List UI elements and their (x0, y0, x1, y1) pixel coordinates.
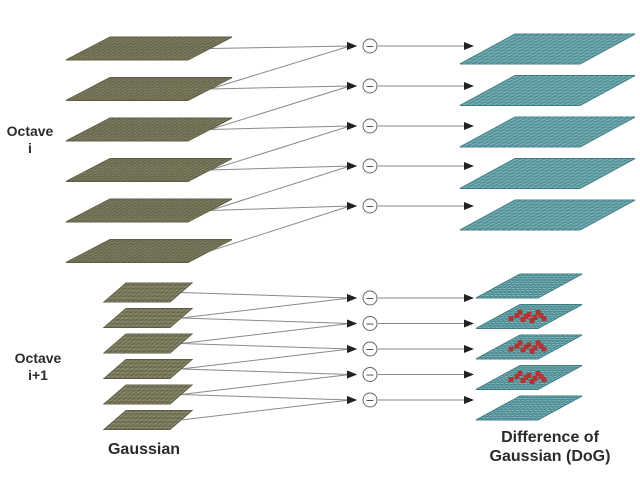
output-arrow-octave2-1 (378, 294, 474, 302)
gaussian-layer-octave1-6 (65, 239, 233, 263)
minus-sign: − (365, 292, 374, 305)
dog-layer-octave2-3 (475, 334, 583, 360)
gaussian-layer-octave1-3 (65, 117, 233, 142)
octave-i-plus-1-label: Octave i+1 (8, 350, 68, 384)
gaussian-layer-octave2-4 (102, 359, 194, 379)
gaussian-layer-octave2-5 (102, 384, 194, 405)
output-arrow-octave2-2 (378, 319, 474, 328)
output-arrow-octave1-4 (378, 162, 474, 170)
connector-arrow-octave1-6-to-5 (209, 202, 357, 252)
gaussian-layer-octave2-1 (102, 282, 194, 303)
gaussian-layer-octave1-2 (65, 77, 233, 101)
octave-i-plus-1-index: i+1 (28, 366, 48, 383)
keypoint-cluster (508, 371, 547, 384)
minus-sign: − (365, 80, 374, 93)
octave-i-index: i (28, 139, 32, 156)
gaussian-layer-octave1-5 (65, 198, 233, 223)
subtract-operator-octave2-2: − (362, 316, 378, 331)
keypoint-cluster (508, 340, 547, 354)
dog-layer-octave1-4 (459, 158, 636, 189)
dog-layer-octave1-2 (459, 75, 636, 106)
subtract-operator-octave1-4: − (362, 158, 378, 174)
dog-label-line-1: Difference of (501, 429, 599, 446)
connector-lines (180, 42, 474, 421)
subtraction-operators: − − − − − − − − − − (362, 38, 378, 408)
minus-sign: − (365, 394, 374, 407)
octave-i-word: Octave (6, 123, 54, 139)
dog-layer-octave2-5 (475, 395, 583, 421)
gaussian-layer-octave1-1 (65, 36, 233, 61)
subtract-operator-octave2-4: − (362, 367, 378, 382)
gaussian-layer-octave2-2 (102, 308, 194, 328)
subtract-operator-octave1-1: − (362, 38, 378, 54)
connector-arrow-octave1-3-to-2 (209, 82, 357, 130)
dog-layer-octave2-4 (475, 365, 583, 390)
subtract-operator-octave1-3: − (362, 118, 378, 134)
connector-arrow-octave2-5-to-4 (180, 370, 357, 395)
dog-layer-octave1-1 (459, 33, 636, 65)
output-arrow-octave1-2 (378, 82, 474, 90)
connector-arrow-octave1-1-to-1 (209, 42, 357, 50)
gaussian-layer-octave2-6 (102, 410, 194, 430)
minus-sign: − (365, 369, 374, 382)
connector-arrow-octave2-6-to-5 (180, 396, 357, 421)
gaussian-layer-octave2-3 (102, 333, 194, 354)
gaussian-layer-octave1-4 (65, 158, 233, 182)
dog-label: Difference of Gaussian (DoG) (470, 428, 630, 466)
gaussian-label: Gaussian (94, 440, 194, 459)
connector-arrow-octave2-3-to-2 (180, 319, 357, 344)
output-arrow-octave2-5 (378, 396, 474, 404)
gaussian-layers (65, 36, 233, 430)
minus-sign: − (365, 120, 374, 133)
minus-sign: − (365, 160, 374, 173)
dog-layers (459, 33, 636, 421)
minus-sign: − (365, 40, 374, 53)
octave-i-label: Octave i (0, 123, 60, 157)
octave-i-plus-1-word: Octave (14, 350, 62, 366)
subtract-operator-octave1-5: − (362, 198, 378, 214)
keypoint-cluster (508, 310, 547, 323)
connector-arrow-octave2-4-to-3 (180, 345, 357, 370)
gaussian-label-text: Gaussian (107, 441, 181, 458)
subtract-operator-octave1-2: − (362, 78, 378, 94)
dog-layer-octave2-1 (475, 273, 583, 299)
connector-arrow-octave1-4-to-3 (209, 122, 357, 171)
minus-sign: − (365, 343, 374, 356)
connector-arrow-octave2-2-to-1 (180, 294, 357, 319)
dog-layer-octave1-3 (459, 116, 636, 148)
subtract-operator-octave2-5: − (362, 392, 378, 408)
connector-arrow-octave1-2-to-1 (209, 42, 357, 90)
minus-sign: − (365, 318, 374, 331)
output-arrow-octave1-5 (378, 202, 474, 210)
dog-label-line-2: Gaussian (DoG) (489, 448, 611, 466)
output-arrow-octave2-3 (378, 345, 474, 353)
output-arrow-octave1-1 (378, 42, 474, 50)
connector-arrow-octave1-3-to-3 (209, 122, 357, 130)
subtract-operator-octave2-1: − (362, 290, 378, 306)
connector-arrow-octave1-2-to-2 (209, 82, 357, 90)
connector-arrow-octave1-5-to-4 (209, 162, 357, 211)
dog-layer-octave1-5 (459, 199, 636, 231)
output-arrow-octave2-4 (378, 370, 474, 379)
output-arrow-octave1-3 (378, 122, 474, 130)
minus-sign: − (365, 200, 374, 213)
subtract-operator-octave2-3: − (362, 341, 378, 357)
dog-layer-octave2-2 (475, 304, 583, 329)
